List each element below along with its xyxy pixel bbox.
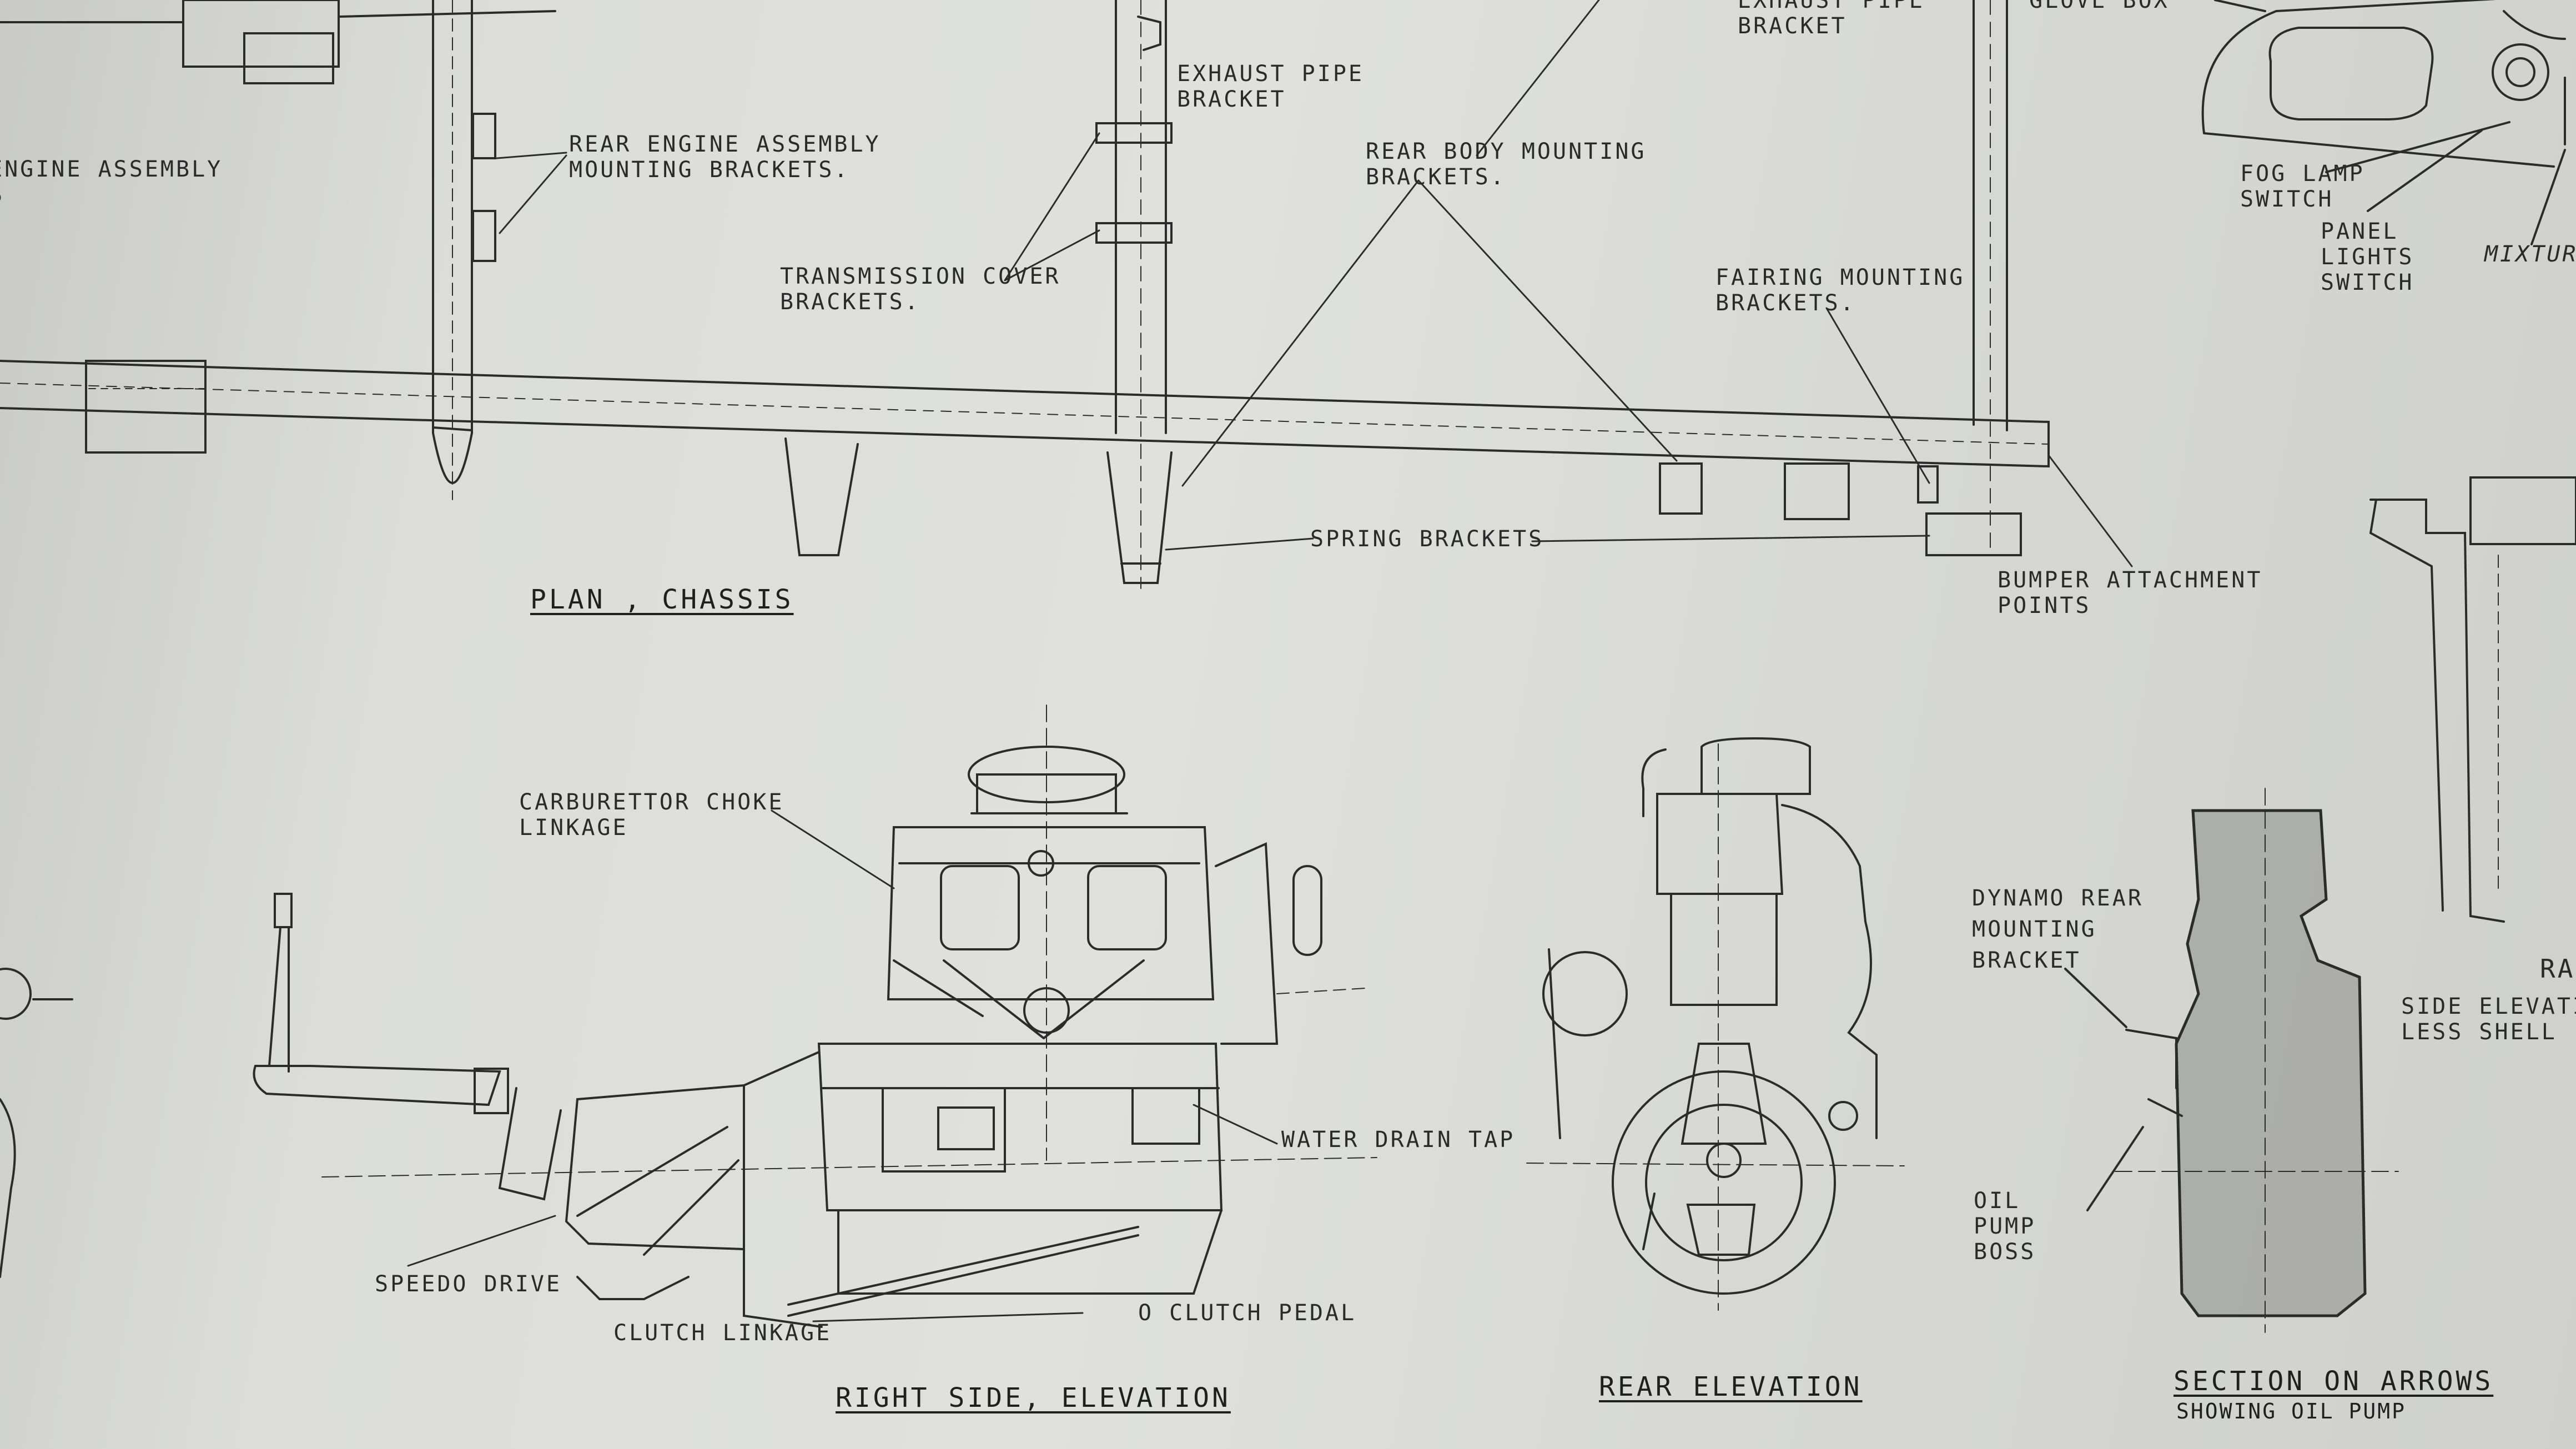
chassis-plan	[0, 0, 2050, 589]
label-mixture: MIXTURE	[2484, 242, 2576, 267]
title-rear-elevation: REAR ELEVATION	[1599, 1371, 1863, 1402]
dash-panel	[2201, 0, 2566, 245]
label-clutch-pedal: O CLUTCH PEDAL	[1138, 1300, 1357, 1326]
label-clutch-linkage: CLUTCH LINKAGE	[613, 1320, 832, 1346]
subtitle-showing-oil-pump: SHOWING OIL PUMP	[2176, 1399, 2407, 1423]
label-spring-brackets: SPRING BRACKETS	[1310, 526, 1544, 552]
label-ra-cut: RA	[2540, 954, 2575, 984]
label-glove-box: GLOVE BOX	[2029, 0, 2170, 13]
title-plan-chassis: PLAN , CHASSIS	[530, 584, 794, 615]
title-section-on-arrows: SECTION ON ARROWS	[2174, 1366, 2494, 1397]
label-side-elevation-cut: SIDE ELEVATIOLESS SHELL	[2401, 994, 2576, 1045]
engine-side-elevation	[253, 705, 1377, 1328]
label-water-drain-tap: WATER DRAIN TAP	[1281, 1127, 1516, 1153]
plan-leaders	[496, 0, 2133, 567]
label-speedo-drive: SPEEDO DRIVE	[375, 1271, 562, 1297]
engine-rear-elevation	[1526, 737, 1905, 1311]
label-engine-assembly-cut: ENGINE ASSEMBLYS	[0, 157, 223, 208]
elevation-leaders	[407, 809, 1278, 1322]
title-right-side-elevation: RIGHT SIDE, ELEVATION	[836, 1382, 1231, 1413]
partial-side-elevation	[2369, 476, 2576, 923]
oil-pump-section	[2064, 788, 2399, 1333]
partial-left-drawing	[0, 968, 73, 1278]
